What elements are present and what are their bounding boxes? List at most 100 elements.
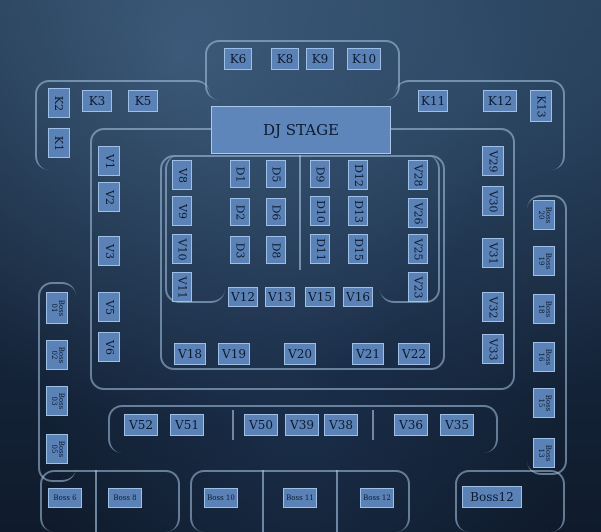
seat-boss-r1-label: Boss 20 [537,206,552,224]
seat-D5-label: D5 [269,166,283,182]
seat-K13[interactable]: K13 [530,90,552,122]
seat-V8-label: V8 [175,167,189,183]
seat-D1[interactable]: D1 [230,160,250,188]
seat-D3-label: D3 [233,242,247,258]
seat-V33-label: V33 [486,338,500,360]
seat-boss-12[interactable]: Boss12 [462,486,522,508]
seat-V30[interactable]: V30 [482,186,504,216]
seat-D10[interactable]: D10 [310,196,330,226]
seat-V15[interactable]: V15 [305,287,335,307]
seat-V12[interactable]: V12 [228,287,258,307]
booth-divider-1 [95,470,97,532]
seat-K12[interactable]: K12 [483,90,517,112]
seat-D13[interactable]: D13 [348,196,368,226]
seat-D12[interactable]: D12 [348,160,368,190]
seat-V9[interactable]: V9 [172,196,192,226]
seat-boss-r3-label: Boss 18 [537,300,552,318]
right-boss-column-wall [527,195,567,475]
seat-V36[interactable]: V36 [394,414,428,436]
seat-V5[interactable]: V5 [98,292,120,322]
seat-V29[interactable]: V29 [482,146,504,176]
seat-D8[interactable]: D8 [266,236,286,264]
seat-V20[interactable]: V20 [284,343,316,365]
seat-V28[interactable]: V28 [408,160,428,190]
seat-K10[interactable]: K10 [347,48,381,70]
seat-boss-02[interactable]: Boss 02 [46,340,68,370]
seat-K3[interactable]: K3 [82,90,112,112]
seat-boss-03[interactable]: Boss 03 [46,386,68,416]
seat-K11[interactable]: K11 [418,90,448,112]
seat-V52[interactable]: V52 [124,414,158,436]
seat-boss-01[interactable]: Boss 01 [46,292,68,324]
bottom-left-booth-wall [40,470,180,532]
seat-V35[interactable]: V35 [440,414,474,436]
seat-D5[interactable]: D5 [266,160,286,188]
seat-V6[interactable]: V6 [98,332,120,362]
seat-V1[interactable]: V1 [98,146,120,176]
seat-K9[interactable]: K9 [306,48,334,70]
seat-boss-11[interactable]: Boss 11 [283,488,317,508]
seat-D15[interactable]: D15 [348,234,368,264]
seat-V39[interactable]: V39 [285,414,319,436]
seat-V21[interactable]: V21 [352,343,384,365]
seat-K1-label: K1 [52,135,66,151]
seat-boss-r3[interactable]: Boss 18 [533,294,555,324]
seat-V2[interactable]: V2 [98,182,120,212]
bottom-row-divider-1 [232,410,234,440]
seat-V25[interactable]: V25 [408,234,428,264]
seat-V31-label: V31 [486,242,500,264]
seat-D13-label: D13 [351,199,365,223]
seat-boss-r5[interactable]: Boss 15 [533,388,555,418]
seat-D2[interactable]: D2 [230,198,250,226]
seat-boss-6[interactable]: Boss 6 [48,488,82,508]
seat-V11[interactable]: V11 [172,272,192,302]
seat-V1-label: V1 [102,153,116,169]
seat-V19[interactable]: V19 [218,343,250,365]
seat-V33[interactable]: V33 [482,334,504,364]
seat-boss-12-small[interactable]: Boss 12 [360,488,394,508]
seat-V26[interactable]: V26 [408,198,428,228]
center-right-block-wall [380,155,440,303]
outer-left-wall [35,80,210,170]
seat-boss-02-label: Boss 02 [50,346,65,364]
seat-boss-8[interactable]: Boss 8 [108,488,142,508]
seat-boss-r6[interactable]: Boss 13 [533,438,555,468]
seat-D6[interactable]: D6 [266,198,286,226]
seat-V26-label: V26 [411,202,425,224]
seat-V3[interactable]: V3 [98,236,120,266]
seat-boss-10[interactable]: Boss 10 [204,488,238,508]
seat-V10[interactable]: V10 [172,234,192,264]
seat-K6[interactable]: K6 [224,48,252,70]
seat-D9[interactable]: D9 [310,160,330,188]
seat-V50[interactable]: V50 [244,414,278,436]
bottom-row-wall [108,405,498,453]
seat-K2[interactable]: K2 [48,88,70,118]
seat-boss-r4-label: Boss 16 [537,348,552,366]
seat-boss-05-label: Boss 05 [50,440,65,458]
seat-V13[interactable]: V13 [265,287,295,307]
seat-V23[interactable]: V23 [408,272,428,302]
seat-V18[interactable]: V18 [174,343,206,365]
seat-D3[interactable]: D3 [230,236,250,264]
seat-K5[interactable]: K5 [128,90,158,112]
seat-V38[interactable]: V38 [324,414,358,436]
seat-K8[interactable]: K8 [271,48,299,70]
seat-V29-label: V29 [486,150,500,172]
seat-boss-05[interactable]: Boss 05 [46,434,68,464]
seat-D6-label: D6 [269,204,283,220]
seat-boss-r4[interactable]: Boss 16 [533,342,555,372]
seat-boss-r2[interactable]: Boss 19 [533,246,555,276]
seat-boss-r1[interactable]: Boss 20 [533,200,555,230]
seat-V51[interactable]: V51 [170,414,204,436]
seat-V3-label: V3 [102,243,116,259]
seat-D12-label: D12 [351,163,365,187]
seat-D15-label: D15 [351,237,365,261]
seat-V8[interactable]: V8 [172,160,192,190]
booth-divider-2 [262,470,264,532]
seat-K1[interactable]: K1 [48,128,70,158]
seat-V16[interactable]: V16 [343,287,373,307]
seat-V22[interactable]: V22 [398,343,430,365]
seat-D11[interactable]: D11 [310,234,330,264]
seat-V32[interactable]: V32 [482,292,504,322]
seat-V31[interactable]: V31 [482,238,504,268]
